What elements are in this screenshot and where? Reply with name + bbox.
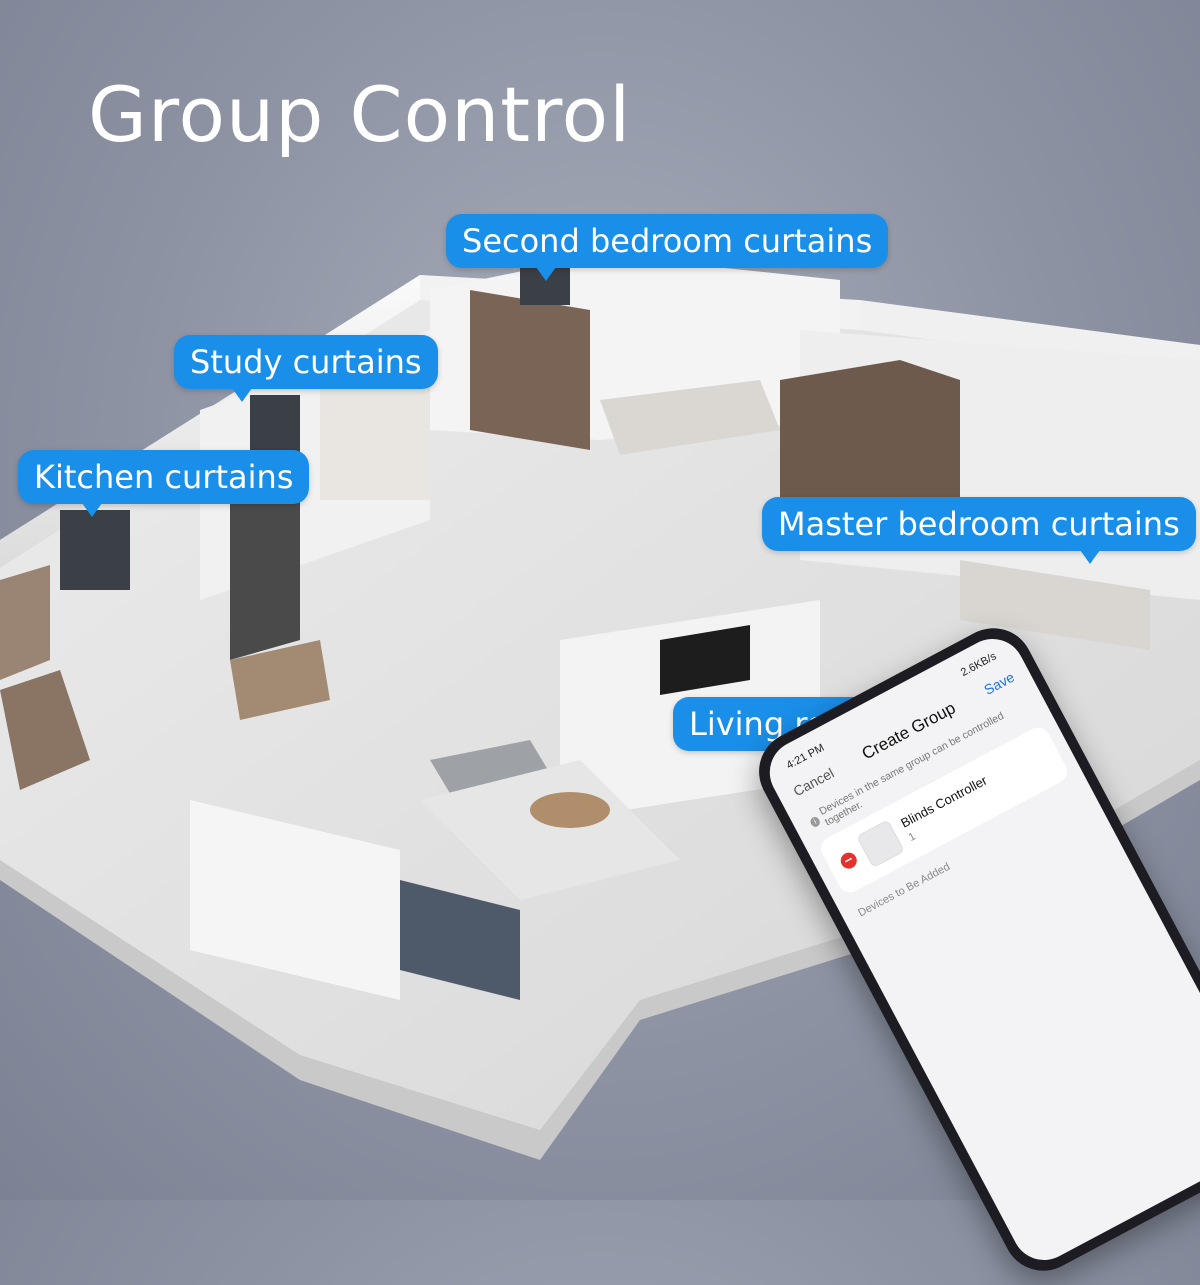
- page-title: Group Control: [88, 70, 632, 159]
- callout-tail: [82, 503, 102, 517]
- cancel-button[interactable]: Cancel: [790, 764, 837, 800]
- callout-kitchen-curtains: Kitchen curtains: [18, 450, 310, 517]
- info-icon: i: [808, 815, 822, 829]
- callout-second-bedroom-curtains: Second bedroom curtains: [446, 214, 889, 281]
- callout-master-bedroom-curtains: Master bedroom curtains: [762, 497, 1196, 564]
- floor-plan-illustration: [0, 255, 1200, 1160]
- save-button[interactable]: Save: [981, 668, 1017, 698]
- remove-device-icon[interactable]: −: [837, 849, 860, 872]
- device-thumbnail: [856, 819, 905, 869]
- callout-tail: [232, 388, 252, 402]
- callout-tail: [536, 267, 556, 281]
- callout-tail: [1080, 550, 1100, 564]
- callout-study-curtains: Study curtains: [174, 335, 438, 402]
